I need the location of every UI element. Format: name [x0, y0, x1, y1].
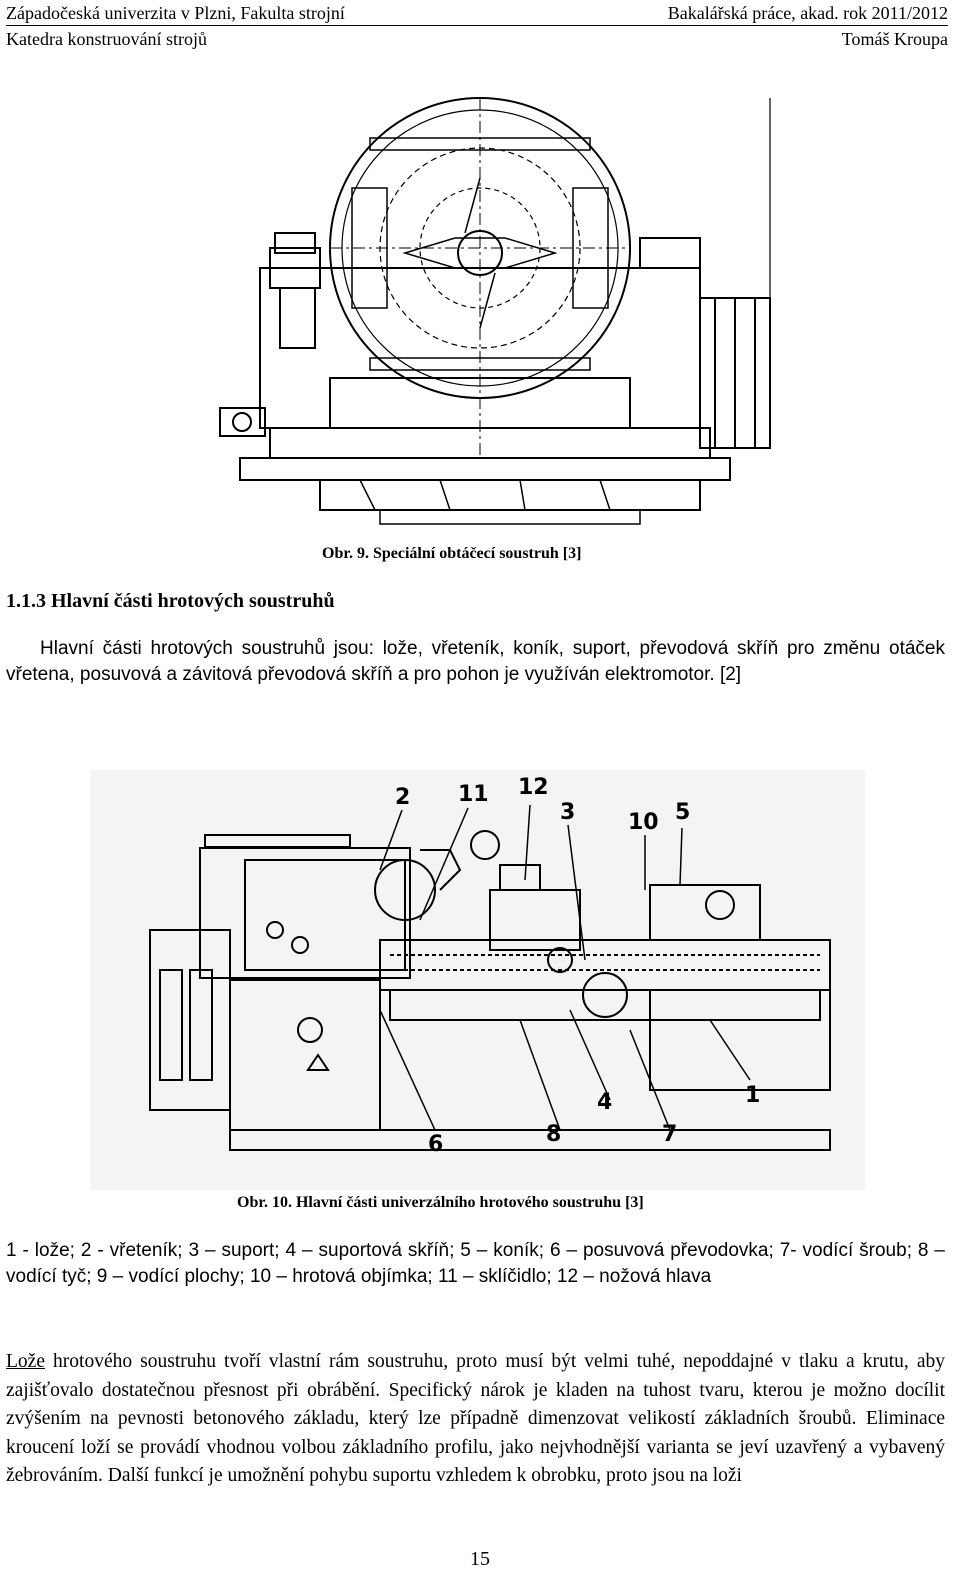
label-5: 5	[675, 800, 691, 825]
label-7: 7	[662, 1122, 678, 1147]
figure-special-lathe-drawing	[219, 97, 771, 525]
header-university: Západočeská univerzita v Plzni, Fakulta …	[6, 3, 345, 23]
header-rule	[6, 25, 948, 26]
label-10: 10	[628, 810, 659, 835]
label-3: 3	[560, 800, 576, 825]
figure-universal-lathe: 2 11 12 3 10 5 4 1 6 8 7	[90, 770, 865, 1190]
section-heading: 1.1.3 Hlavní části hrotových soustruhů	[6, 590, 335, 612]
universal-lathe-drawing	[90, 770, 865, 1190]
page-header-bottom: Katedra konstruování strojů Tomáš Kroupa	[6, 28, 948, 50]
label-11: 11	[458, 782, 489, 807]
figure1-caption: Obr. 9. Speciální obtáčecí soustruh [3]	[322, 545, 582, 562]
page-number: 15	[470, 1548, 490, 1570]
header-thesis-info: Bakalářská práce, akad. rok 2011/2012	[667, 3, 948, 23]
paragraph-bed: Lože hrotového soustruhu tvoří vlastní r…	[6, 1348, 945, 1491]
label-1: 1	[745, 1083, 761, 1108]
label-12: 12	[518, 775, 549, 800]
label-8: 8	[546, 1122, 562, 1147]
page-header-top: Západočeská univerzita v Plzni, Fakulta …	[6, 2, 948, 24]
bed-term: Lože	[6, 1351, 45, 1372]
label-2: 2	[395, 785, 411, 810]
legend-paragraph: 1 - lože; 2 - vřeteník; 3 – suport; 4 – …	[6, 1240, 945, 1287]
label-6: 6	[428, 1132, 444, 1157]
figure2-caption: Obr. 10. Hlavní části univerzálního hrot…	[237, 1194, 644, 1211]
header-department: Katedra konstruování strojů	[6, 29, 207, 49]
header-author: Tomáš Kroupa	[841, 29, 948, 49]
bed-description: hrotového soustruhu tvoří vlastní rám so…	[6, 1351, 945, 1486]
label-4: 4	[597, 1090, 613, 1115]
paragraph-main-parts: Hlavní části hrotových soustruhů jsou: l…	[6, 638, 945, 685]
